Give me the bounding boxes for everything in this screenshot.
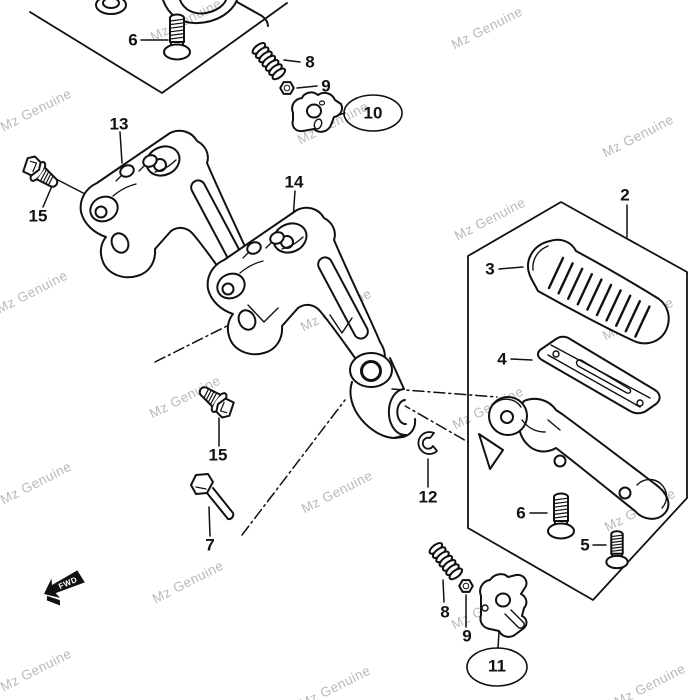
bolt-5 xyxy=(605,530,629,569)
e-clip-12 xyxy=(418,432,437,454)
nut-9-bottom xyxy=(458,579,474,593)
callout-10: 10 xyxy=(363,103,383,123)
callout-15-mid: 15 xyxy=(208,445,228,465)
washer-top-inner xyxy=(103,0,119,8)
bolt-15-left xyxy=(17,152,64,195)
bracket-detail-hatch xyxy=(248,305,352,333)
callout-ellipse-10 xyxy=(344,95,402,131)
rubber-ribs xyxy=(549,258,649,337)
footrest-rubber xyxy=(528,240,669,344)
pivot-pin-7 xyxy=(191,474,233,519)
callout-12: 12 xyxy=(418,487,438,507)
callout-14: 14 xyxy=(284,172,304,192)
nut-9-top xyxy=(279,81,295,95)
assembly-axis-lines xyxy=(155,317,497,535)
footrest-arm xyxy=(479,397,668,519)
callout-4: 4 xyxy=(497,349,507,369)
callout-9-top: 9 xyxy=(321,76,331,96)
bolt-6-right xyxy=(547,492,575,540)
callout-2: 2 xyxy=(620,185,630,205)
callout-8-bottom: 8 xyxy=(440,602,450,622)
footrest-plate xyxy=(538,337,660,414)
pivot-housing xyxy=(350,353,415,438)
top-group-box xyxy=(30,0,287,93)
leader-lines xyxy=(43,40,627,648)
pivot-boss xyxy=(350,353,392,387)
fwd-arrow xyxy=(44,570,85,606)
cutoff-footrest-top xyxy=(163,0,268,26)
callout-6-top: 6 xyxy=(128,30,138,50)
callout-ellipse-11 xyxy=(467,648,527,686)
callout-3: 3 xyxy=(485,259,495,279)
callout-6-right: 6 xyxy=(516,503,526,523)
callout-7: 7 xyxy=(205,535,215,555)
callout-5: 5 xyxy=(580,535,590,555)
callout-8-top: 8 xyxy=(305,52,315,72)
callout-11: 11 xyxy=(488,656,506,676)
callout-13: 13 xyxy=(109,114,129,134)
group-box-2 xyxy=(468,202,687,600)
bolt-15-mid xyxy=(193,379,240,422)
callout-9-bottom: 9 xyxy=(462,626,472,646)
spring-8-top xyxy=(249,40,288,83)
stopper-bracket-11 xyxy=(480,574,526,637)
callout-15-left: 15 xyxy=(28,206,48,226)
spring-8-bottom xyxy=(426,540,465,583)
stopper-bracket-10 xyxy=(292,92,342,131)
